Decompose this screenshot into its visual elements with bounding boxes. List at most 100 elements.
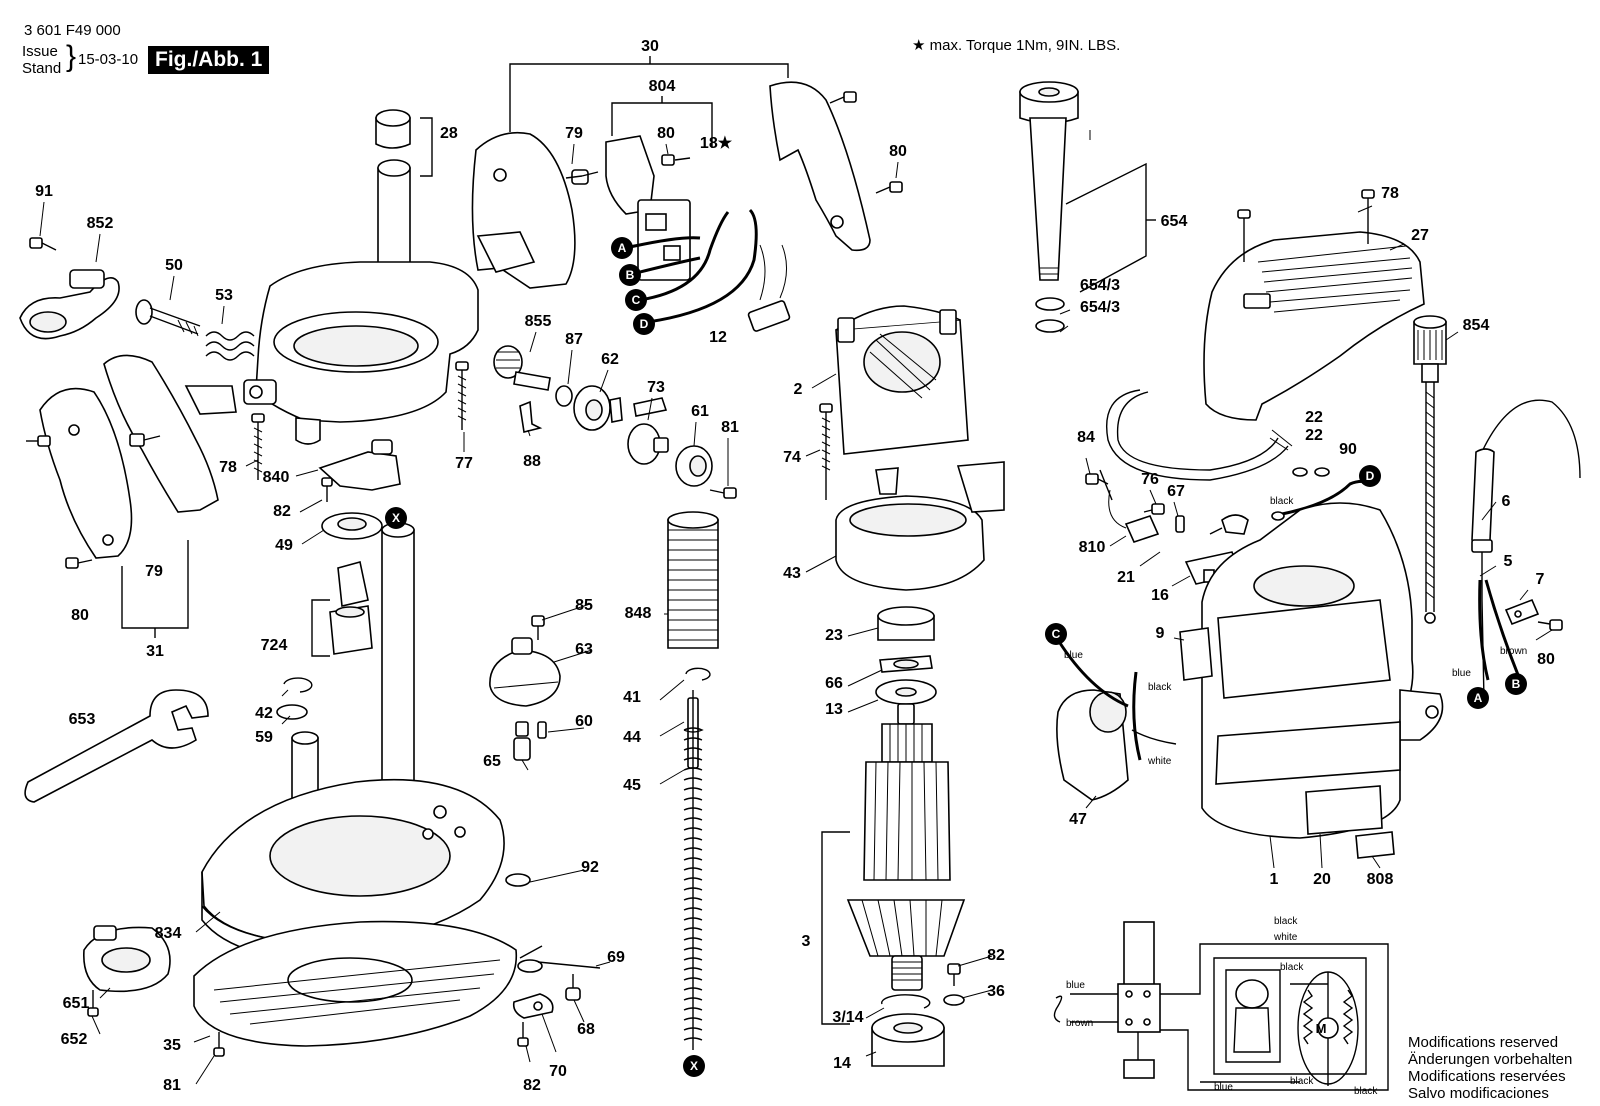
bracket-30 (509, 56, 789, 132)
connector-x-top: X (385, 507, 407, 529)
figure-label: Fig./Abb. 1 (148, 46, 270, 74)
callout-848: 848 (625, 605, 652, 622)
callout-79-top: 79 (565, 125, 583, 142)
callout-30: 30 (641, 38, 659, 55)
callout-88: 88 (523, 453, 541, 470)
capacitor-12 (747, 244, 791, 332)
handle-cover-right (769, 81, 871, 252)
bearing-14 (871, 1013, 945, 1067)
callout-6: 6 (1502, 493, 1511, 510)
callout-36: 36 (987, 983, 1005, 1000)
callout-50: 50 (165, 257, 183, 274)
callout-2: 2 (794, 381, 803, 398)
connector-d-cable: D (1359, 465, 1381, 487)
circlip-42 (283, 677, 313, 693)
screw-68 (565, 974, 581, 1001)
callout-82-lower: 82 (523, 1077, 541, 1094)
label-20 (1305, 785, 1383, 835)
callout-81-lower: 81 (163, 1077, 181, 1094)
callout-76: 76 (1141, 471, 1159, 488)
column-sleeve-28 (375, 109, 411, 149)
screw-85 (531, 615, 545, 640)
fan-baffle-43 (835, 461, 1005, 591)
switch-47 (1056, 639, 1177, 801)
switch-assembly (605, 135, 691, 281)
bracket-88 (519, 400, 543, 433)
callout-80-left: 80 (71, 607, 89, 624)
callout-85: 85 (575, 597, 593, 614)
ring-87 (555, 385, 573, 407)
callout-70: 70 (549, 1063, 567, 1080)
callout-808: 808 (1367, 871, 1394, 888)
screw-handle-left (26, 433, 161, 569)
screw-82-upper (321, 477, 333, 502)
callout-49: 49 (275, 537, 293, 554)
callout-69: 69 (607, 949, 625, 966)
wire-label-blue-47: blue (1064, 650, 1083, 661)
carbon-brush-810 (1108, 489, 1160, 543)
callout-724: 724 (261, 637, 288, 654)
ring-92 (505, 873, 531, 887)
wire-label-black-47: black (1148, 682, 1172, 693)
callout-80-right: 80 (889, 143, 907, 160)
connector-c-switch: C (625, 289, 647, 311)
screw-74 (819, 403, 833, 500)
side-handle-outer (39, 387, 133, 559)
ring-3-14 (881, 994, 931, 1009)
screw-82-motor (947, 963, 961, 986)
spring-45 (683, 690, 704, 1050)
screw-82-lower (517, 1022, 529, 1047)
callout-13: 13 (825, 701, 843, 718)
callout-41: 41 (623, 689, 641, 706)
callout-855: 855 (525, 313, 552, 330)
callout-20: 20 (1313, 871, 1331, 888)
armature-3 (846, 703, 966, 991)
torque-note: ★ max. Torque 1Nm, 9IN. LBS. (912, 37, 1121, 54)
field-stator-2 (835, 305, 969, 455)
callout-68: 68 (577, 1021, 595, 1038)
callout-78-cap: 78 (1381, 185, 1399, 202)
depth-stop-840 (318, 439, 401, 491)
washer-36 (943, 994, 965, 1006)
callout-91: 91 (35, 183, 53, 200)
svg-text:D: D (1366, 469, 1375, 483)
callout-654-3a: 654/3 (1080, 277, 1120, 294)
callout-21: 21 (1117, 569, 1135, 586)
washer-66 (879, 655, 933, 673)
switch-wires (629, 208, 758, 324)
callout-44: 44 (623, 729, 641, 746)
callout-35: 35 (163, 1037, 181, 1054)
callout-23: 23 (825, 627, 843, 644)
issue-brace: } (66, 40, 77, 73)
callout-77: 77 (455, 455, 473, 472)
svg-text:C: C (1052, 627, 1061, 641)
wire-label-brown-cord: brown (1500, 646, 1527, 657)
callout-47: 47 (1069, 811, 1087, 828)
bearing-13 (875, 679, 937, 705)
callout-74: 74 (783, 449, 801, 466)
callout-3: 3 (802, 933, 811, 950)
callout-28: 28 (440, 125, 458, 142)
callout-80-clamp: 80 (1537, 651, 1555, 668)
bracket-3 (821, 831, 850, 1025)
motor-housing-1 (1201, 502, 1444, 839)
callout-5: 5 (1504, 553, 1513, 570)
wire-label-brown-s: brown (1066, 1018, 1093, 1029)
callout-92: 92 (581, 859, 599, 876)
lever-852 (19, 269, 120, 340)
wires-22 (1099, 389, 1330, 501)
mod-fr: Modifications reservées (1408, 1068, 1566, 1085)
svg-text:B: B (626, 268, 635, 282)
connector-d-switch: D (633, 313, 655, 335)
modifications-note: Modifications reserved Änderungen vorbeh… (1408, 1034, 1572, 1102)
screw-81-upper (709, 487, 737, 499)
callout-53: 53 (215, 287, 233, 304)
screw-84 (1085, 473, 1109, 485)
knob-63 (489, 637, 561, 707)
callout-651: 651 (63, 995, 90, 1012)
brush-spring-21 (1209, 514, 1249, 535)
connector-a-switch: A (611, 237, 633, 259)
label-9 (1179, 627, 1213, 681)
spring-67 (1175, 515, 1185, 533)
